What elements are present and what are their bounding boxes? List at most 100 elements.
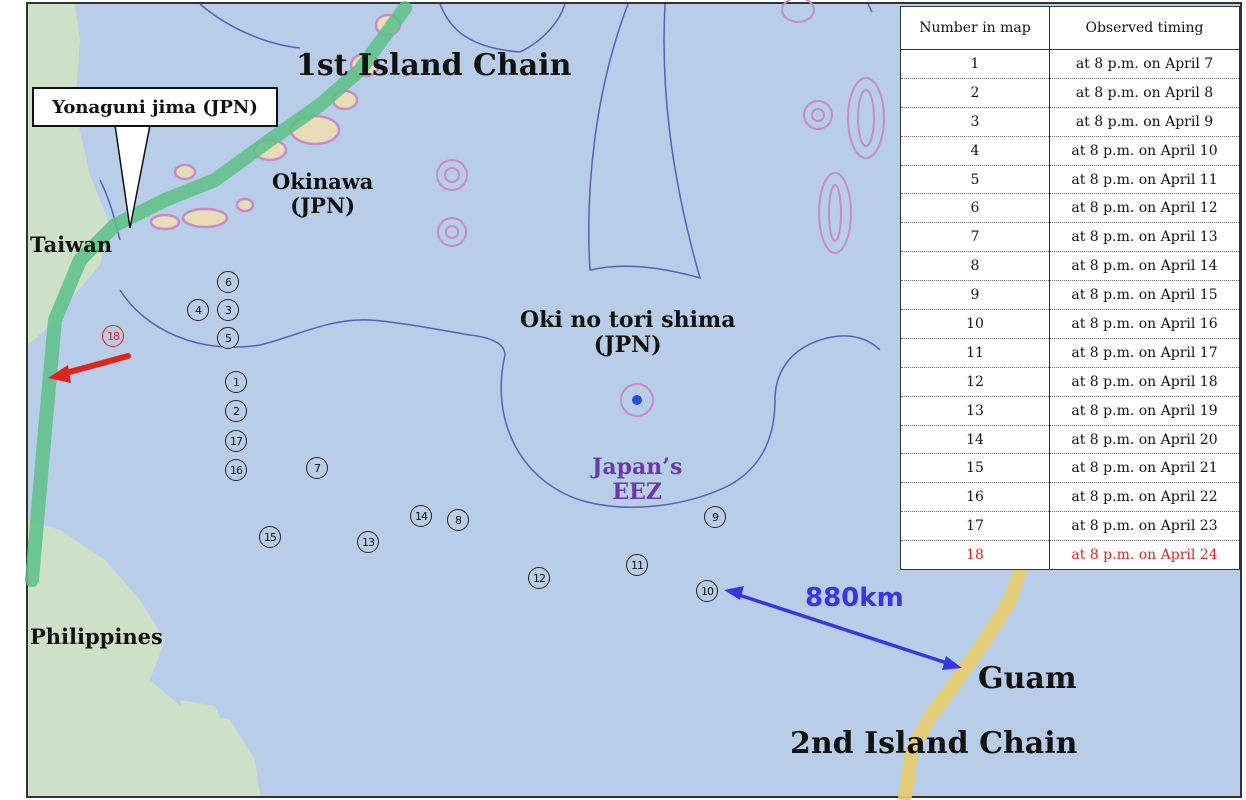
legend-number-cell: 7: [901, 222, 1050, 252]
marker-16: 16: [225, 459, 247, 481]
legend-header-row: Number in map Observed timing: [901, 7, 1239, 50]
eez-boundary: [99, 3, 881, 508]
legend-timing-cell: at 8 p.m. on April 7: [1049, 49, 1239, 79]
marker-8: 8: [447, 509, 469, 531]
marker-15: 15: [259, 526, 281, 548]
legend-number-cell: 12: [901, 366, 1050, 397]
legend-timing-cell: at 8 p.m. on April 24: [1049, 540, 1239, 569]
yonaguni-label: Yonaguni jima (JPN): [52, 96, 258, 118]
legend-timing-cell: at 8 p.m. on April 16: [1049, 309, 1239, 339]
ryukyu-islands: [149, 13, 402, 231]
philippines-island: [180, 700, 225, 745]
first-island-chain-band: [25, 1, 412, 587]
okinotori-dot: [632, 395, 642, 405]
legend-timing-cell: at 8 p.m. on April 20: [1049, 424, 1239, 454]
legend-number-cell: 18: [901, 540, 1050, 569]
marker-6: 6: [217, 271, 239, 293]
marker-10: 10: [696, 580, 718, 602]
yonaguni-callout: Yonaguni jima (JPN): [32, 87, 278, 127]
legend-number-cell: 17: [901, 511, 1050, 541]
legend-timing-cell: at 8 p.m. on April 9: [1049, 106, 1239, 137]
first-island-chain-label: 1st Island Chain: [296, 48, 572, 83]
movement-arrow: [59, 353, 131, 377]
legend-timing-cell: at 8 p.m. on April 8: [1049, 77, 1239, 108]
legend-number-cell: 2: [901, 77, 1050, 108]
movement-arrowhead: [48, 365, 71, 383]
okinawa-label: Okinawa (JPN): [272, 169, 374, 219]
legend-timing-cell: at 8 p.m. on April 17: [1049, 337, 1239, 368]
legend-timing-cell: at 8 p.m. on April 21: [1049, 453, 1239, 483]
legend-number-cell: 6: [901, 193, 1050, 223]
legend-number-cell: 14: [901, 424, 1050, 454]
okinotori-label: Oki no tori shima (JPN): [520, 307, 736, 359]
legend-header-timing: Observed timing: [1049, 7, 1239, 50]
small-islands: [436, 0, 885, 417]
legend-number-cell: 10: [901, 309, 1050, 339]
marker-7: 7: [306, 457, 328, 479]
distance-arrow: [735, 592, 951, 666]
philippines-label: Philippines: [30, 624, 163, 649]
legend-timing-cell: at 8 p.m. on April 10: [1049, 135, 1239, 166]
distance-label: 880km: [805, 583, 904, 613]
legend-number-cell: 4: [901, 135, 1050, 166]
guam-label: Guam: [978, 661, 1077, 696]
marker-9: 9: [704, 506, 726, 528]
marker-17: 17: [225, 430, 247, 452]
distance-arrowhead-left: [724, 586, 744, 600]
legend-number-cell: 16: [901, 482, 1050, 512]
second-island-chain-band: [898, 563, 1027, 800]
legend-number-cell: 1: [901, 49, 1050, 79]
marker-14: 14: [410, 505, 432, 527]
legend-number-cell: 11: [901, 337, 1050, 368]
legend-number-cell: 3: [901, 106, 1050, 137]
legend-timing-cell: at 8 p.m. on April 11: [1049, 164, 1239, 194]
legend-timing-cell: at 8 p.m. on April 14: [1049, 251, 1239, 281]
marker-5: 5: [217, 327, 239, 349]
legend-number-cell: 15: [901, 453, 1050, 483]
legend-timing-cell: at 8 p.m. on April 13: [1049, 222, 1239, 252]
taiwan-label: Taiwan: [30, 232, 113, 257]
second-island-chain-label: 2nd Island Chain: [790, 726, 1078, 761]
distance-arrowhead-right: [942, 656, 962, 670]
legend-number-cell: 5: [901, 164, 1050, 194]
legend-timing-cell: at 8 p.m. on April 18: [1049, 366, 1239, 397]
legend-timing-cell: at 8 p.m. on April 23: [1049, 511, 1239, 541]
marker-4: 4: [187, 299, 209, 321]
legend-timing-cell: at 8 p.m. on April 22: [1049, 482, 1239, 512]
legend-timing-cell: at 8 p.m. on April 12: [1049, 193, 1239, 223]
legend-number-cell: 8: [901, 251, 1050, 281]
marker-11: 11: [626, 554, 648, 576]
legend-number-cell: 13: [901, 395, 1050, 426]
marker-3: 3: [217, 299, 239, 321]
marker-1: 1: [225, 371, 247, 393]
marker-13: 13: [357, 531, 379, 553]
marker-12: 12: [528, 567, 550, 589]
eez-label: Japan’s EEZ: [592, 454, 683, 506]
marker-18: 18: [102, 325, 124, 347]
legend-timing-cell: at 8 p.m. on April 19: [1049, 395, 1239, 426]
legend-timing-cell: at 8 p.m. on April 15: [1049, 280, 1239, 310]
map-frame: [26, 2, 1242, 798]
legend-number-cell: 9: [901, 280, 1050, 310]
legend-header-number: Number in map: [901, 7, 1050, 50]
